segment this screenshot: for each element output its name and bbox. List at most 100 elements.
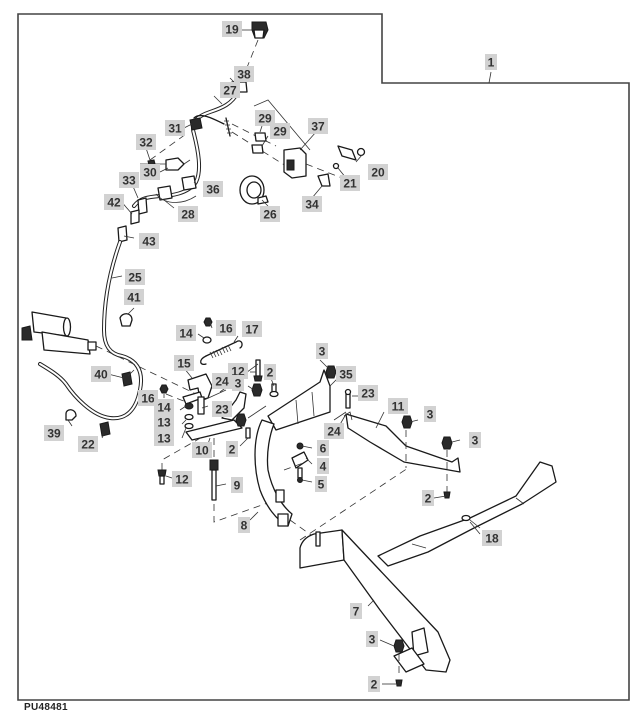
callout-chip-bg: [154, 399, 174, 415]
callout-36-connector-housing: 36: [203, 181, 223, 197]
stud-part: [209, 459, 219, 501]
callout-number: 35: [339, 368, 353, 382]
callout-chip-bg: [469, 432, 481, 448]
callout-chip-bg: [216, 320, 236, 336]
callout-43-connector: 43: [139, 233, 159, 249]
callout-28-connector: 28: [178, 206, 198, 222]
callout-number: 40: [94, 368, 108, 382]
callout-chip-bg: [368, 676, 380, 692]
callout-29-cover: 29: [255, 110, 275, 126]
callout-31-harness-clip: 31: [165, 120, 185, 136]
callout-number: 14: [157, 401, 171, 415]
callout-25-cable: 25: [125, 269, 145, 285]
callout-23-pin: 23: [212, 401, 232, 417]
callout-3-nut: 3: [366, 631, 378, 647]
callout-chip-bg: [212, 373, 232, 389]
callout-number: 2: [267, 366, 274, 380]
callout-number: 31: [168, 122, 182, 136]
leader-line-1: [488, 71, 492, 84]
callout-number: 37: [311, 120, 325, 134]
callout-number: 39: [47, 427, 61, 441]
callout-12-bolt: 12: [172, 471, 192, 487]
callout-chip-bg: [255, 110, 275, 126]
callout-number: 3: [427, 408, 434, 422]
callout-2-bolt: 2: [368, 676, 380, 692]
callout-number: 16: [141, 392, 155, 406]
callout-2-bolt: 2: [422, 490, 434, 506]
callout-1-assembly-boundary: 1: [485, 54, 497, 70]
callout-number: 27: [223, 84, 237, 98]
callout-3-nut: 3: [469, 432, 481, 448]
callout-7-mulch-plate: 7: [350, 603, 362, 619]
callout-chip-bg: [226, 441, 238, 457]
mower-blade-part: [377, 461, 557, 567]
callout-number: 21: [343, 177, 357, 191]
callout-chip-bg: [302, 196, 322, 212]
callout-37-control-module: 37: [308, 118, 328, 134]
callout-chip-bg: [270, 123, 290, 139]
callout-chip-bg: [176, 325, 196, 341]
callout-chip-bg: [324, 423, 344, 439]
chute-door-part: [254, 419, 293, 527]
callout-27-wiring-harness: 27: [220, 82, 240, 98]
callout-chip-bg: [44, 425, 64, 441]
mulch-plate-part: [299, 529, 451, 673]
callout-4-bracket: 4: [317, 458, 329, 474]
callout-16-nut: 16: [216, 320, 236, 336]
callout-chip-bg: [238, 517, 250, 533]
callout-chip-bg: [350, 603, 362, 619]
callout-chip-bg: [220, 82, 240, 98]
callout-number: 8: [241, 519, 248, 533]
callout-chip-bg: [260, 206, 280, 222]
callout-number: 6: [320, 442, 327, 456]
callout-6-nut: 6: [317, 440, 329, 456]
callout-chip-bg: [174, 355, 194, 371]
callout-42-connector: 42: [104, 194, 124, 210]
callout-chip-bg: [154, 430, 174, 446]
callout-number: 1: [488, 56, 495, 70]
control-module-part: [283, 147, 307, 179]
callout-number: 7: [353, 605, 360, 619]
callout-32-screw: 32: [136, 134, 156, 150]
callout-chip-bg: [316, 343, 328, 359]
callout-24-cotter-pin: 24: [212, 373, 232, 389]
callout-number: 43: [142, 235, 156, 249]
callout-number: 3: [319, 345, 326, 359]
callout-chip-bg: [154, 414, 174, 430]
callout-number: 36: [206, 183, 220, 197]
callout-chip-bg: [232, 375, 244, 391]
figure-id: PU48481: [24, 702, 68, 713]
callout-8-chute-door: 8: [238, 517, 250, 533]
callout-29-cover: 29: [270, 123, 290, 139]
callout-chip-bg: [234, 66, 254, 82]
callout-number: 18: [485, 532, 499, 546]
callout-chip-bg: [231, 477, 243, 493]
callout-number: 3: [369, 633, 376, 647]
callout-number: 16: [219, 322, 233, 336]
callout-number: 2: [425, 492, 432, 506]
callout-5-bolt: 5: [315, 476, 327, 492]
callout-chip-bg: [366, 631, 378, 647]
harness-clip-part: [189, 117, 203, 131]
callout-number: 2: [371, 678, 378, 692]
callout-19-switch: 19: [222, 21, 242, 37]
spring-part: [200, 340, 243, 366]
callout-41-clamp: 41: [124, 289, 144, 305]
callout-2-bolt: 2: [226, 441, 238, 457]
actuator-motor-part: [21, 311, 97, 355]
knob-part: [239, 175, 269, 205]
callout-chip-bg: [192, 442, 212, 458]
callout-14-washer: 14: [154, 399, 174, 415]
callout-3-nut: 3: [424, 406, 436, 422]
callout-number: 22: [81, 438, 95, 452]
callout-17-spring: 17: [242, 321, 262, 337]
callout-chip-bg: [482, 530, 502, 546]
callout-number: 23: [215, 403, 229, 417]
callout-18-mower-blade: 18: [482, 530, 502, 546]
deflector-shield-part: [267, 369, 331, 431]
callout-20-nut: 20: [368, 164, 388, 180]
callout-number: 34: [305, 198, 319, 212]
callout-2-bolt: 2: [264, 364, 276, 380]
callout-chip-bg: [368, 164, 388, 180]
switch-part: [251, 21, 269, 39]
